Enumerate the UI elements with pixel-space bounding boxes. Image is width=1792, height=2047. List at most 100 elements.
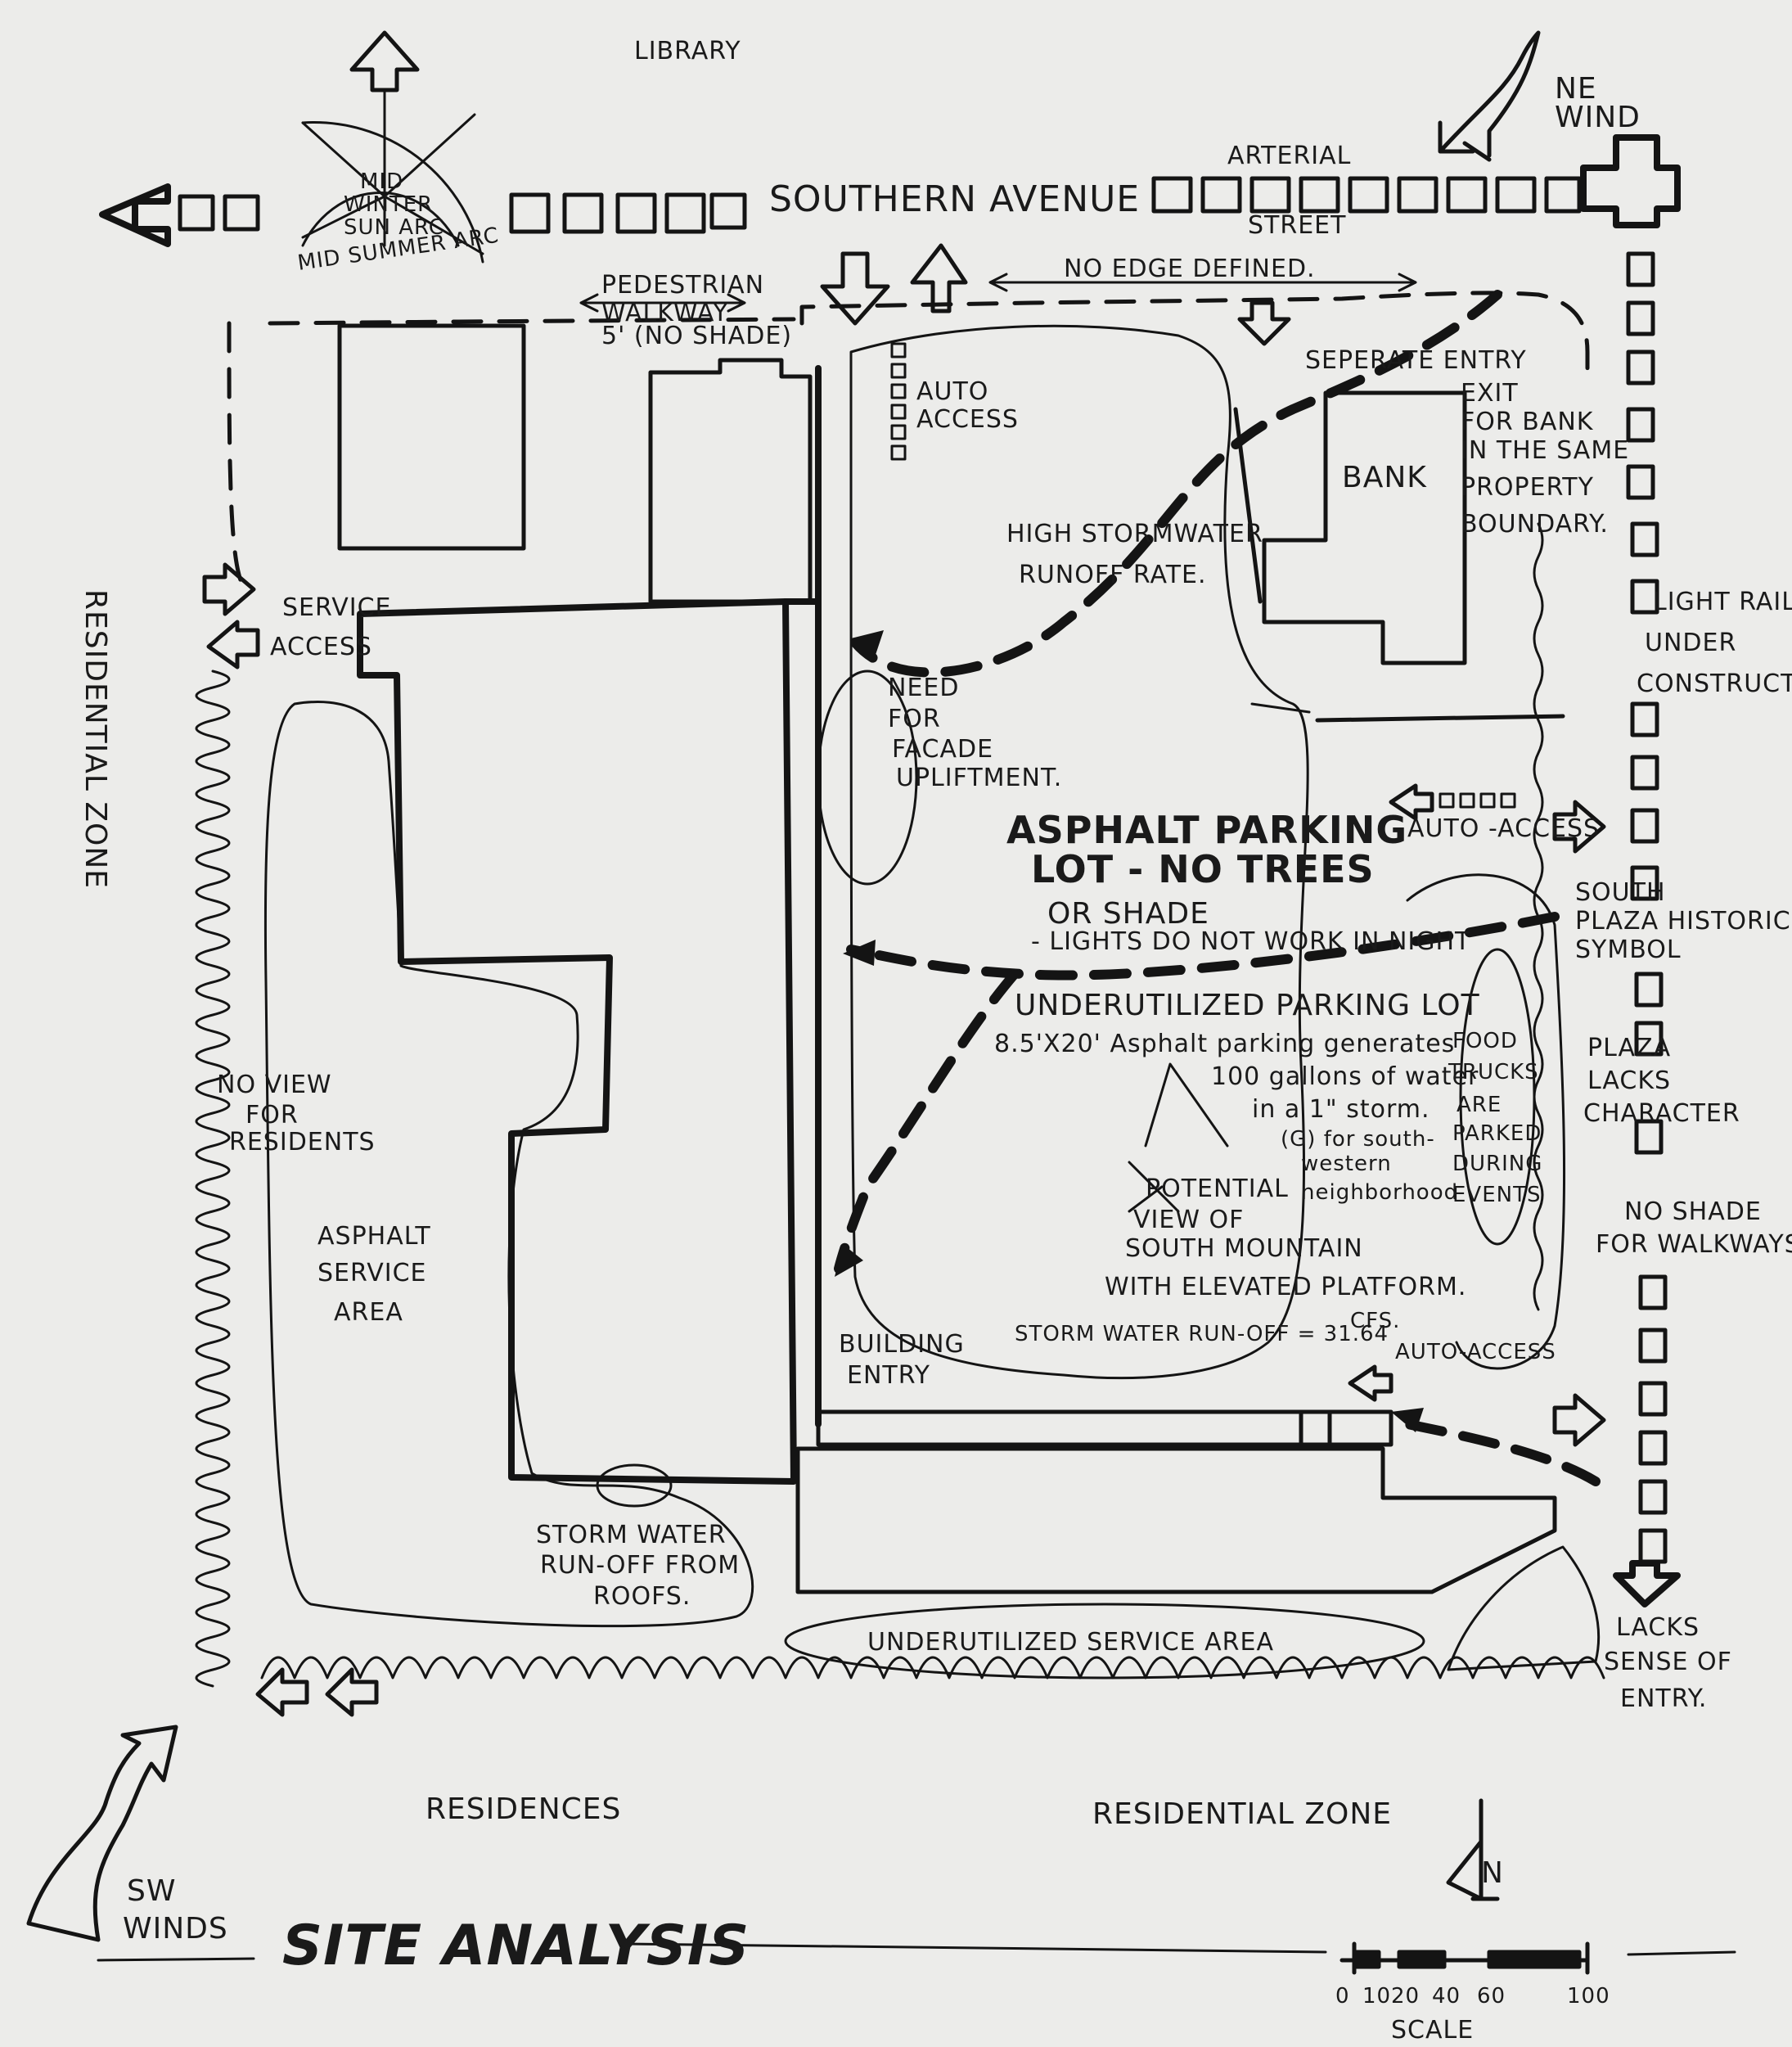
label-south-plaza-1: SOUTH [1575,878,1666,907]
label-food-5: DURING [1452,1152,1542,1176]
scale-bar [1339,1941,1590,1975]
label-building-entry-2: ENTRY [847,1361,930,1390]
bottom-access-arrow-2 [1552,1393,1606,1447]
label-ne-wind-2: WIND [1555,101,1641,134]
label-potential-1: POTENTIAL [1146,1175,1289,1203]
label-separate-6: BOUNDARY. [1461,510,1609,539]
label-residential-zone-left: RESIDENTIAL ZONE [79,589,112,889]
sw-wind-arrow [26,1725,178,1942]
label-underutilized-lot: UNDERUTILIZED PARKING LOT [1015,989,1480,1022]
label-walkway: WALKWAY [601,299,728,327]
label-residences: RESIDENCES [425,1792,621,1826]
label-separate-5: PROPERTY [1461,473,1594,502]
label-lacks-entry-2: SENSE OF [1604,1648,1732,1676]
label-bank: BANK [1342,461,1427,494]
view-cone [1128,1062,1229,1213]
label-south-plaza-2: PLAZA HISTORIC [1575,907,1791,936]
label-facade-4: UPLIFTMENT. [896,764,1062,792]
label-facade-3: FACADE [892,735,993,764]
label-facade-2: FOR [888,705,941,733]
label-mid-winter-3: SUN ARC [344,215,444,240]
label-plaza-char-1: PLAZA [1587,1034,1671,1062]
sun-path-diagram [301,30,484,264]
label-potential-2: VIEW OF [1133,1206,1244,1234]
entry-arrow-down-2 [1237,300,1291,346]
south-access-arrow-1 [255,1667,309,1717]
label-scale: SCALE [1391,2016,1474,2045]
label-runoff-3: in a 1" storm. [1252,1095,1430,1124]
residential-squiggle-west [195,670,231,1688]
title-underline-left [97,1957,255,1962]
label-building-entry-1: BUILDING [839,1330,965,1359]
label-light-rail-3: CONSTRUCTION [1637,670,1792,698]
label-underutilized-service: UNDERUTILIZED SERVICE AREA [867,1628,1274,1657]
label-separate-1: SEPERATE ENTRY [1305,346,1527,375]
double-arrow-lines [579,273,1417,313]
label-north: N [1481,1856,1504,1890]
annotations: LIBRARY SOUTHERN AVENUE ARTERIAL STREET … [79,37,1792,2045]
label-pedestrian: PEDESTRIAN [601,271,764,300]
scale-tick-0: 0 [1335,1984,1350,2009]
label-no-view-1: NO VIEW [217,1071,332,1099]
south-access-arrow-2 [325,1667,379,1717]
label-sw-winds-1: SW [127,1874,176,1908]
label-runoff-4: (G) for south- [1281,1127,1435,1152]
label-high-storm-2: RUNOFF RATE. [1019,561,1207,589]
label-plaza-char-2: LACKS [1587,1066,1671,1095]
label-arterial: ARTERIAL [1227,142,1351,170]
entry-arrow-up-1 [910,243,968,313]
circulation-dashed-arrows [834,290,1601,1486]
residential-squiggle-south [260,1656,1605,1680]
page-title: SITE ANALYSIS [282,1914,750,1978]
title-underline-right [624,1942,1327,1954]
label-no-view-2: FOR [245,1101,299,1129]
service-area-outline [263,701,1601,1680]
label-food-6: EVENTS [1452,1183,1541,1207]
label-mid-winter-1: MID [360,169,403,194]
label-plaza-char-3: CHARACTER [1583,1099,1740,1128]
label-asphalt-service-3: AREA [334,1298,403,1327]
label-separate-2: EXIT [1461,379,1519,408]
north-arrow [1446,1798,1500,1901]
label-food-4: PARKED [1452,1121,1542,1146]
label-no-edge: NO EDGE DEFINED. [1064,255,1316,283]
west-street-arrow [99,183,171,247]
label-sw-winds-2: WINDS [123,1912,228,1946]
light-rail-blocks [1626,251,1668,1564]
label-ne-wind-1: NE [1555,72,1597,106]
label-auto-access-right: AUTO -ACCESS [1407,814,1600,843]
scale-tick-40: 40 [1432,1984,1461,2009]
label-facade-1: NEED [888,674,959,702]
label-food-1: FOOD [1452,1029,1518,1053]
east-access-arrow-1 [1389,783,1434,821]
label-residential-zone-bottom: RESIDENTIAL ZONE [1092,1797,1392,1831]
title-underline-end [1627,1950,1736,1956]
bottom-access-arrow-1 [1348,1364,1394,1402]
label-southern-avenue: SOUTHERN AVENUE [769,178,1140,220]
label-food-3: ARE [1457,1093,1502,1117]
label-library: LIBRARY [634,37,741,65]
label-no-shade-walk-2: FOR WALKWAYS [1596,1230,1792,1259]
label-storm-runoff-cfs: STORM WATER RUN-OFF = 31.64 [1015,1322,1389,1346]
label-separate-3: FOR BANK [1461,408,1594,436]
label-auto-access-bottom: AUTO-ACCESS [1395,1340,1556,1364]
label-roof-runoff-1: STORM WATER [536,1521,727,1549]
label-no-shade-5: 5' (NO SHADE) [601,322,792,350]
label-runoff-1: 8.5'X20' Asphalt parking generates [994,1030,1455,1058]
service-arrow-1 [202,562,256,616]
auto-access-blocks [890,342,1516,809]
bank-driveway-line [1315,714,1565,723]
label-parking-4: - LIGHTS DO NOT WORK IN NIGHT [1031,927,1470,956]
scale-tick-10: 10 [1362,1984,1391,2009]
label-asphalt-service-1: ASPHALT [317,1222,431,1251]
label-south-plaza-3: SYMBOL [1575,936,1682,964]
main-building [357,365,822,1485]
label-service-1: SERVICE [282,593,391,622]
label-parking-2: LOT - NO TREES [1031,847,1375,891]
ne-wind-arrow [1438,30,1541,162]
scale-tick-100: 100 [1567,1984,1610,2009]
label-food-2: TRUCKS [1448,1060,1539,1084]
south-rail-arrow [1613,1560,1681,1607]
scale-tick-20: 20 [1391,1984,1420,2009]
